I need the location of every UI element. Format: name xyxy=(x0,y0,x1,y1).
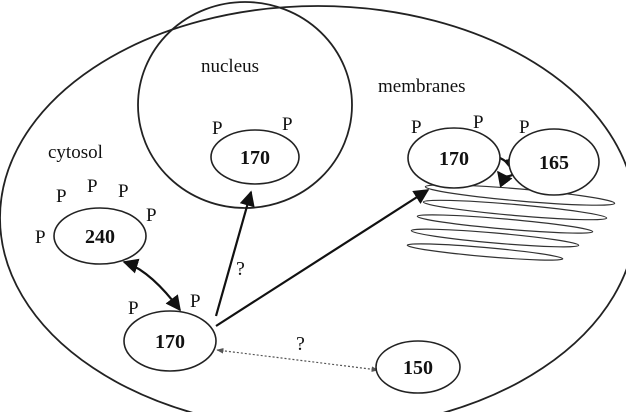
phospho-label: P xyxy=(519,117,530,138)
node-membrane-170: 170 P P xyxy=(407,112,501,189)
phospho-label: P xyxy=(190,291,201,312)
arrow-to-membranes xyxy=(215,189,430,327)
arrow-240-170-exchange xyxy=(122,258,181,312)
phospho-label: P xyxy=(118,181,129,202)
nucleus-label: nucleus xyxy=(201,56,259,77)
nucleus-circle xyxy=(137,1,353,209)
phospho-label: P xyxy=(282,114,293,135)
membrane-stack xyxy=(406,184,616,261)
phospho-label: P xyxy=(411,117,422,138)
arrow-to-nucleus xyxy=(214,190,255,317)
isoform-label: 170 xyxy=(155,331,185,353)
phospho-label: P xyxy=(212,118,223,139)
node-other-150: 150 xyxy=(375,340,461,394)
cytosol-label: cytosol xyxy=(48,142,103,163)
phospho-label: P xyxy=(56,186,67,207)
node-nuclear-170: 170 P P xyxy=(210,114,300,185)
isoform-label: 170 xyxy=(439,148,469,170)
node-cytosol-170: 170 P P xyxy=(123,291,217,372)
isoform-label: 150 xyxy=(403,357,433,379)
nucleus-question-mark: ? xyxy=(236,258,245,280)
membranes-label: membranes xyxy=(378,76,466,97)
cell-outline xyxy=(0,5,626,412)
isoform-label: 170 xyxy=(240,147,270,169)
phospho-label: P xyxy=(146,205,157,226)
phospho-label: P xyxy=(128,298,139,319)
arrow-170-150-dotted xyxy=(216,347,379,373)
path-150-question-mark: ? xyxy=(296,333,305,355)
isoform-label: 165 xyxy=(539,152,569,174)
node-membrane-165: 165 P xyxy=(508,117,600,196)
phospho-label: P xyxy=(35,227,46,248)
node-cytosol-240: 240 P P P P P xyxy=(35,176,157,265)
phospho-label: P xyxy=(473,112,484,133)
isoform-label: 240 xyxy=(85,226,115,248)
phospho-label: P xyxy=(87,176,98,197)
